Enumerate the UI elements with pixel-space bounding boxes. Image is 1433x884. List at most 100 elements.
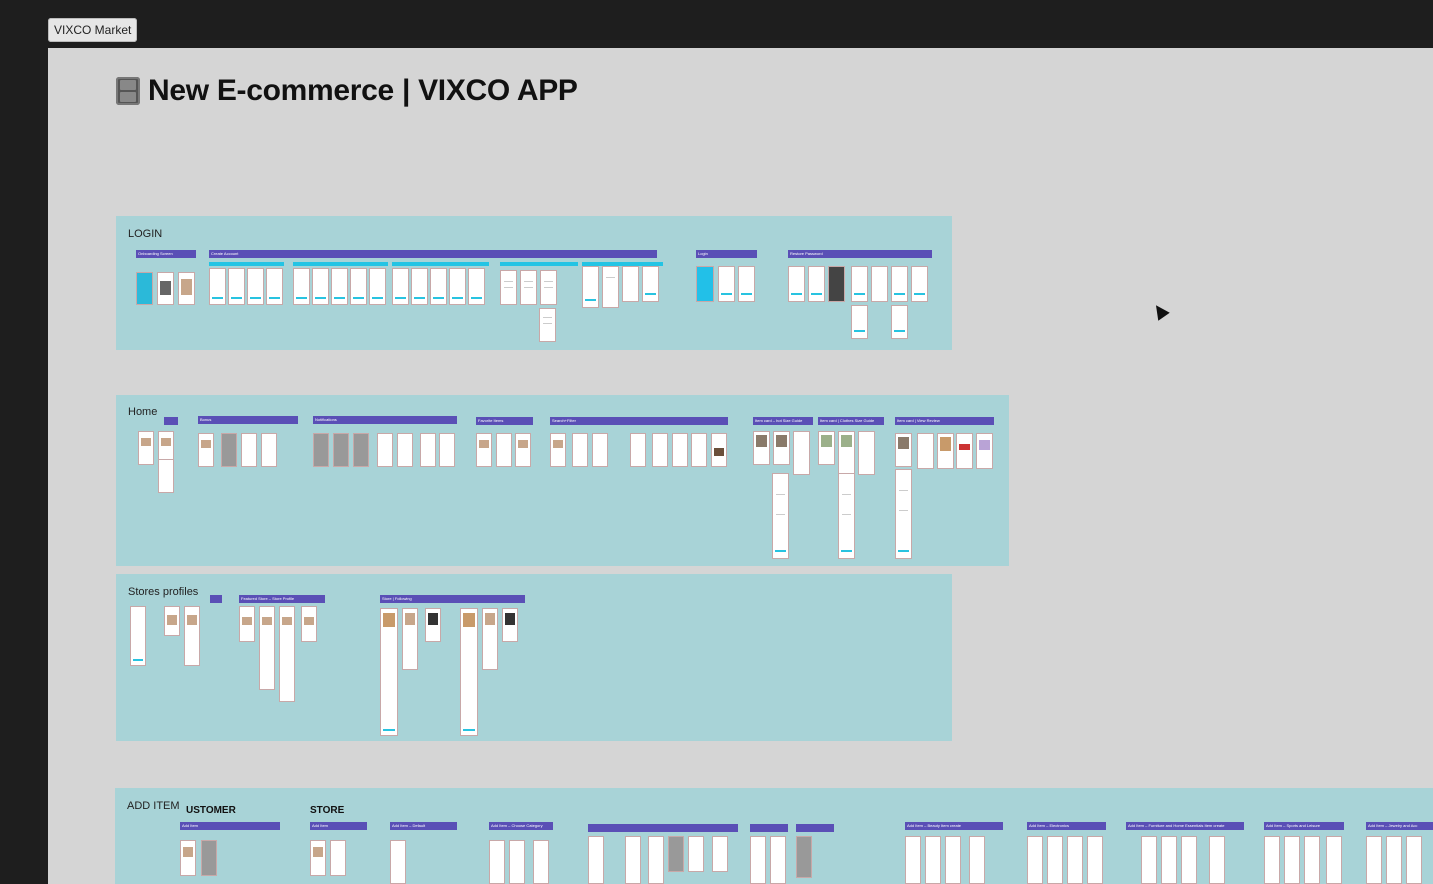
screen-thumbnail[interactable] xyxy=(622,266,639,302)
screen-thumbnail[interactable] xyxy=(1141,836,1157,884)
screen-thumbnail[interactable] xyxy=(793,431,810,475)
screen-thumbnail[interactable] xyxy=(925,836,941,884)
screen-thumbnail[interactable] xyxy=(851,266,868,302)
group-header[interactable]: Add Item – Electronics xyxy=(1027,822,1106,830)
screen-thumbnail[interactable] xyxy=(247,268,264,305)
screen-thumbnail[interactable] xyxy=(788,266,805,302)
screen-thumbnail[interactable] xyxy=(540,270,557,305)
screen-thumbnail[interactable] xyxy=(331,268,348,305)
screen-thumbnail[interactable] xyxy=(261,433,277,467)
screen-thumbnail[interactable] xyxy=(696,266,714,302)
group-header[interactable]: Favorite Items xyxy=(476,417,533,425)
screen-thumbnail[interactable] xyxy=(1406,836,1422,884)
screen-thumbnail[interactable] xyxy=(397,433,413,467)
screen-thumbnail[interactable] xyxy=(330,840,346,876)
screen-thumbnail[interactable] xyxy=(430,268,447,305)
screen-thumbnail[interactable] xyxy=(592,433,608,467)
screen-thumbnail[interactable] xyxy=(672,433,688,467)
screen-thumbnail[interactable] xyxy=(911,266,928,302)
screen-thumbnail[interactable] xyxy=(550,433,566,467)
screen-thumbnail[interactable] xyxy=(228,268,245,305)
screen-thumbnail[interactable] xyxy=(353,433,369,467)
screen-thumbnail[interactable] xyxy=(259,606,275,690)
screen-thumbnail[interactable] xyxy=(969,836,985,884)
screen-thumbnail[interactable] xyxy=(648,836,664,884)
screen-thumbnail[interactable] xyxy=(828,266,845,302)
screen-thumbnail[interactable] xyxy=(1284,836,1300,884)
screen-thumbnail[interactable] xyxy=(496,433,512,467)
screen-thumbnail[interactable] xyxy=(138,431,154,465)
screen-thumbnail[interactable] xyxy=(956,433,973,469)
group-header[interactable]: Add Item – Choose Category xyxy=(489,822,553,830)
screen-thumbnail[interactable] xyxy=(520,270,537,305)
screen-thumbnail[interactable] xyxy=(652,433,668,467)
screen-thumbnail[interactable] xyxy=(158,431,174,465)
group-header[interactable] xyxy=(164,417,178,425)
screen-thumbnail[interactable] xyxy=(1264,836,1280,884)
screen-thumbnail[interactable] xyxy=(808,266,825,302)
group-header[interactable]: Add Item – Furniture and Home Essentials… xyxy=(1126,822,1244,830)
screen-thumbnail[interactable] xyxy=(476,433,492,467)
screen-thumbnail[interactable] xyxy=(184,606,200,666)
screen-thumbnail[interactable] xyxy=(449,268,466,305)
group-header[interactable]: Featured Store – Store Profile xyxy=(239,595,325,603)
screen-thumbnail[interactable] xyxy=(1161,836,1177,884)
screen-thumbnail[interactable] xyxy=(625,836,641,884)
screen-thumbnail[interactable] xyxy=(796,836,812,878)
group-header[interactable]: Bonus xyxy=(198,416,298,424)
screen-thumbnail[interactable] xyxy=(1047,836,1063,884)
screen-thumbnail[interactable] xyxy=(515,433,531,467)
screen-thumbnail[interactable] xyxy=(482,608,498,670)
screen-thumbnail[interactable] xyxy=(642,266,659,302)
group-header[interactable]: Onboarding Screen xyxy=(136,250,196,258)
screen-thumbnail[interactable] xyxy=(157,272,174,305)
screen-thumbnail[interactable] xyxy=(1386,836,1402,884)
screen-thumbnail[interactable] xyxy=(691,433,707,467)
screen-thumbnail[interactable] xyxy=(1087,836,1103,884)
screen-thumbnail[interactable] xyxy=(164,606,180,636)
screen-thumbnail[interactable] xyxy=(158,459,174,493)
screen-thumbnail[interactable] xyxy=(380,608,398,736)
screen-thumbnail[interactable] xyxy=(976,433,993,469)
screen-thumbnail[interactable] xyxy=(180,840,196,876)
screen-thumbnail[interactable] xyxy=(1181,836,1197,884)
screen-thumbnail[interactable] xyxy=(712,836,728,872)
screen-thumbnail[interactable] xyxy=(891,266,908,302)
screen-thumbnail[interactable] xyxy=(221,433,237,467)
group-header[interactable]: Notifications xyxy=(313,416,457,424)
screen-thumbnail[interactable] xyxy=(602,266,619,308)
screen-thumbnail[interactable] xyxy=(772,473,789,559)
screen-thumbnail[interactable] xyxy=(301,606,317,642)
screen-thumbnail[interactable] xyxy=(312,268,329,305)
screen-thumbnail[interactable] xyxy=(390,840,406,884)
group-header[interactable] xyxy=(210,595,222,603)
screen-thumbnail[interactable] xyxy=(891,305,908,339)
screen-thumbnail[interactable] xyxy=(753,431,770,465)
screen-thumbnail[interactable] xyxy=(369,268,386,305)
group-header[interactable]: Add Item xyxy=(180,822,280,830)
group-header[interactable] xyxy=(750,824,788,832)
group-header[interactable]: Store | Following xyxy=(380,595,525,603)
screen-thumbnail[interactable] xyxy=(420,433,436,467)
screen-thumbnail[interactable] xyxy=(279,606,295,702)
screen-thumbnail[interactable] xyxy=(209,268,226,305)
screen-thumbnail[interactable] xyxy=(871,266,888,302)
screen-thumbnail[interactable] xyxy=(502,608,518,642)
group-header[interactable]: Add Item – Sports and Leisure xyxy=(1264,822,1344,830)
screen-thumbnail[interactable] xyxy=(1027,836,1043,884)
screen-thumbnail[interactable] xyxy=(1366,836,1382,884)
design-canvas[interactable]: New E-commerce | VIXCO APP LOGIN Onboard… xyxy=(48,48,1433,884)
screen-thumbnail[interactable] xyxy=(198,433,214,467)
section-home[interactable]: Home Bonus Notifications Favorite Items … xyxy=(116,395,1009,566)
screen-thumbnail[interactable] xyxy=(350,268,367,305)
screen-thumbnail[interactable] xyxy=(945,836,961,884)
screen-thumbnail[interactable] xyxy=(539,308,556,342)
group-header[interactable]: Add Item – Beauty Item create xyxy=(905,822,1003,830)
screen-thumbnail[interactable] xyxy=(468,268,485,305)
screen-thumbnail[interactable] xyxy=(572,433,588,467)
group-header[interactable] xyxy=(588,824,738,832)
screen-thumbnail[interactable] xyxy=(241,433,257,467)
screen-thumbnail[interactable] xyxy=(500,270,517,305)
group-header[interactable]: Add Item – Default xyxy=(390,822,457,830)
screen-thumbnail[interactable] xyxy=(630,433,646,467)
